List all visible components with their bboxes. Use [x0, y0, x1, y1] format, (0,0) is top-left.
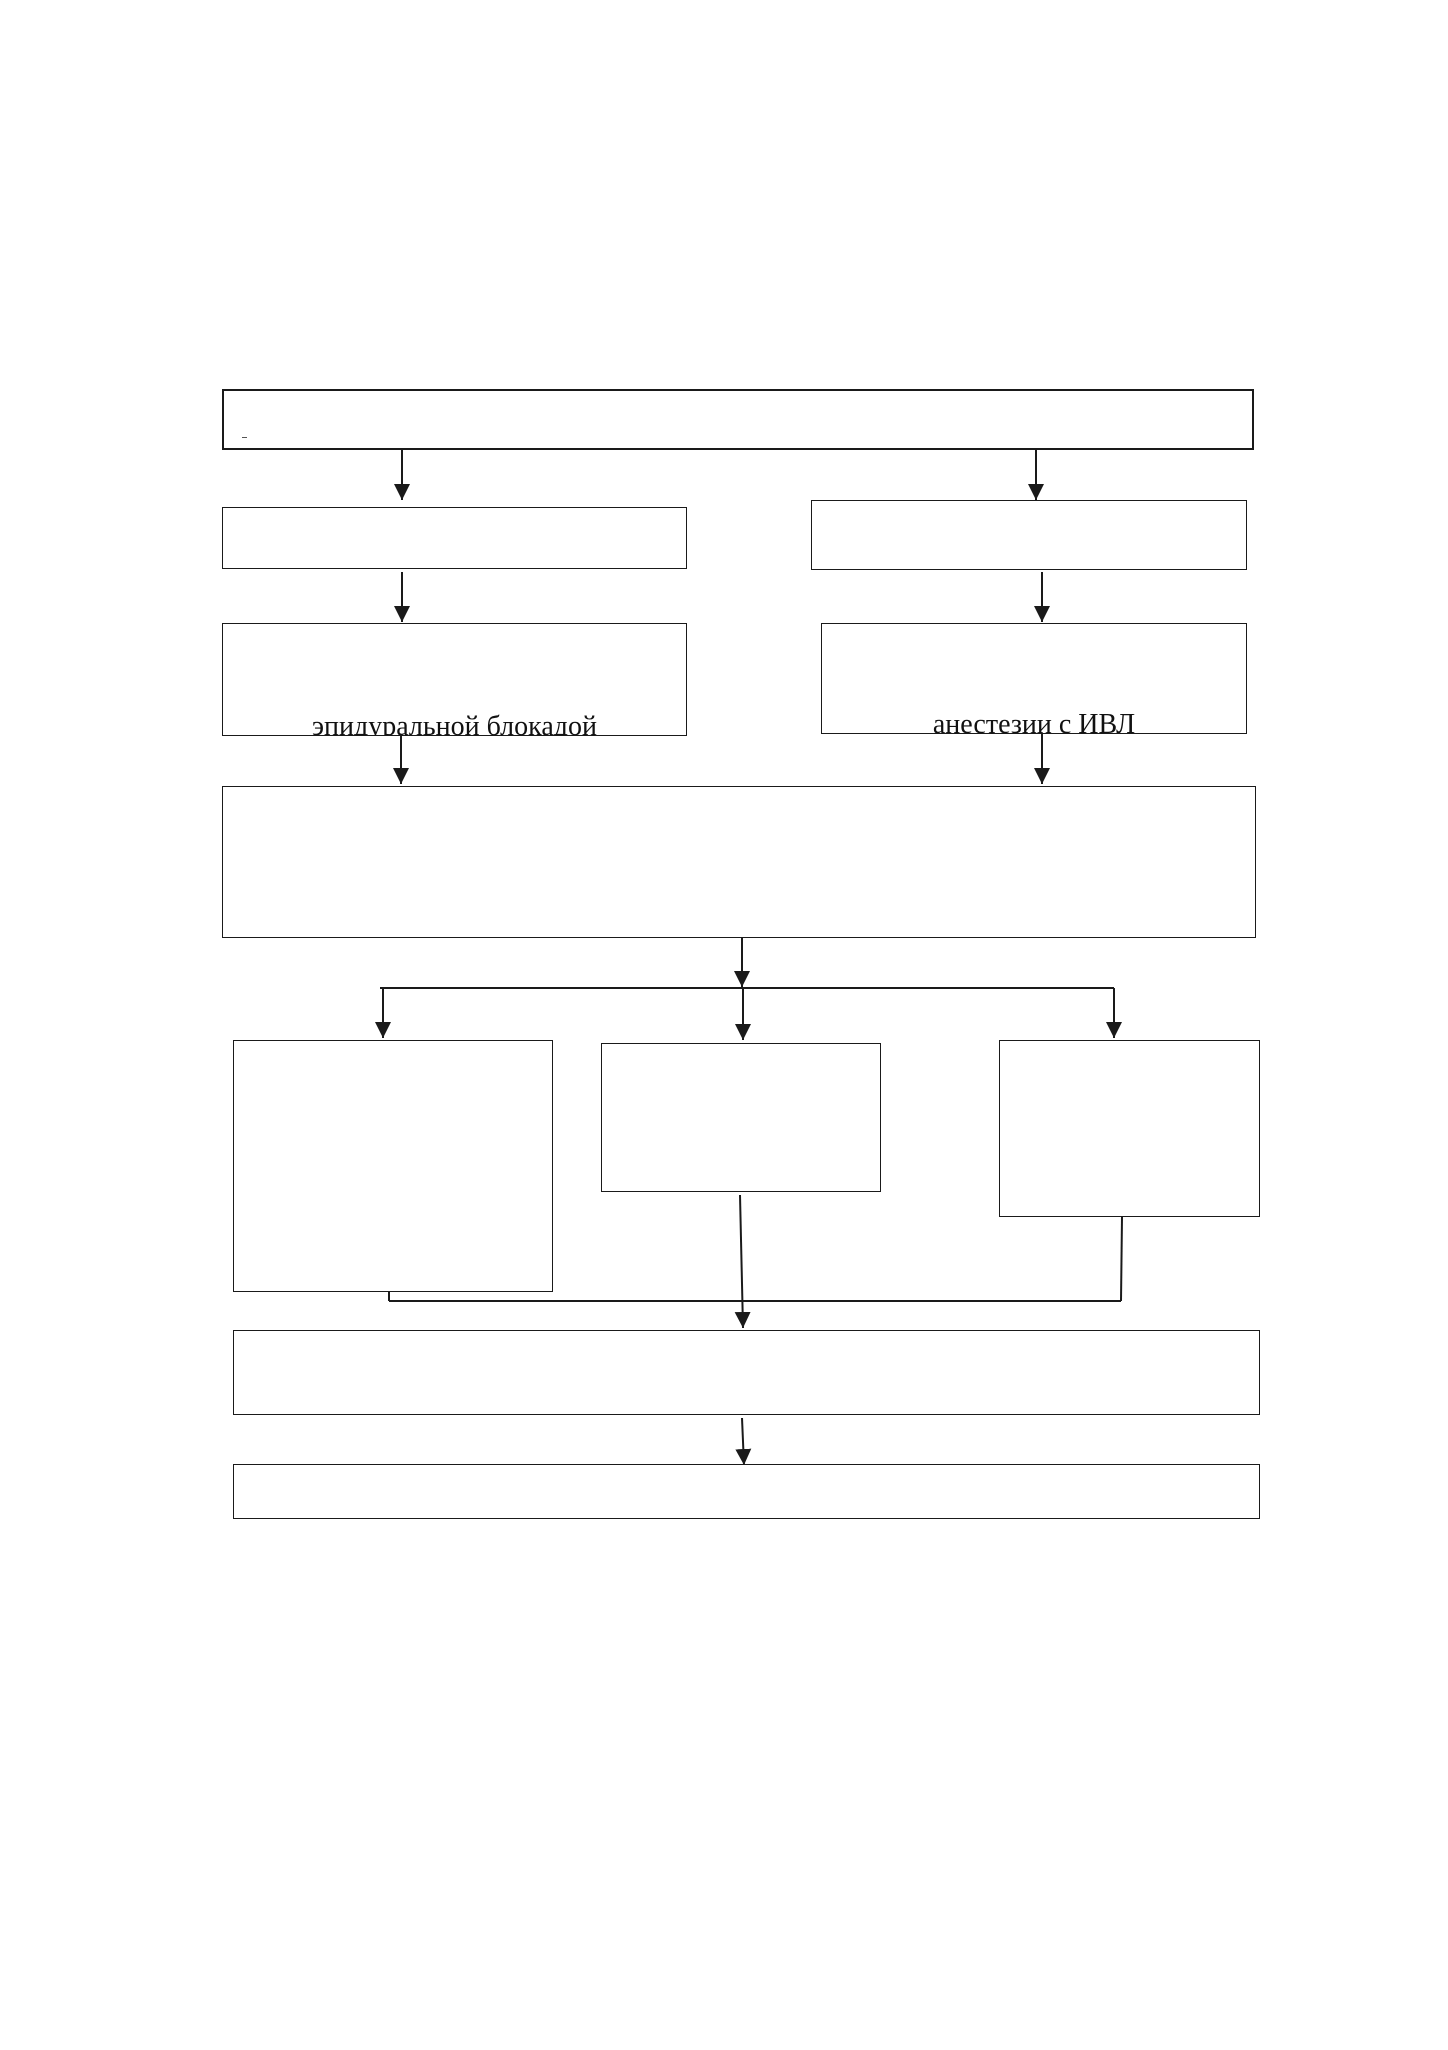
bottom-box-text [234, 1488, 1259, 1518]
right-level1-text [812, 539, 1246, 569]
branch-right-box [999, 1040, 1260, 1217]
branch-left-text [234, 1261, 552, 1291]
left-level1-box [222, 507, 687, 569]
join-right-drop [1120, 1216, 1123, 1302]
left-level2-box: эпидуральной блокадой [222, 623, 687, 736]
branch-left-box [233, 1040, 553, 1292]
top-box [222, 389, 1254, 450]
right-level1-box [811, 500, 1247, 570]
branch-center-box [601, 1043, 881, 1192]
small-mark [242, 437, 247, 438]
branch-center-text [602, 1161, 880, 1191]
left-level2-text: эпидуральной блокадой [312, 711, 597, 735]
merge-box-text [223, 907, 1255, 937]
merge-box [222, 786, 1256, 938]
right-level2-box: анестезии с ИВЛ [821, 623, 1247, 734]
branch-right-text [1000, 1186, 1259, 1216]
lower-box [233, 1330, 1260, 1415]
left-level1-text [223, 538, 686, 568]
lower-box-text [234, 1384, 1259, 1414]
arrow-center-to-lower [734, 1194, 751, 1329]
right-level2-text: анестезии с ИВЛ [932, 709, 1136, 733]
top-box-text [224, 418, 1252, 448]
bottom-box [233, 1464, 1260, 1519]
arrow-lower-to-bottom [735, 1417, 752, 1466]
